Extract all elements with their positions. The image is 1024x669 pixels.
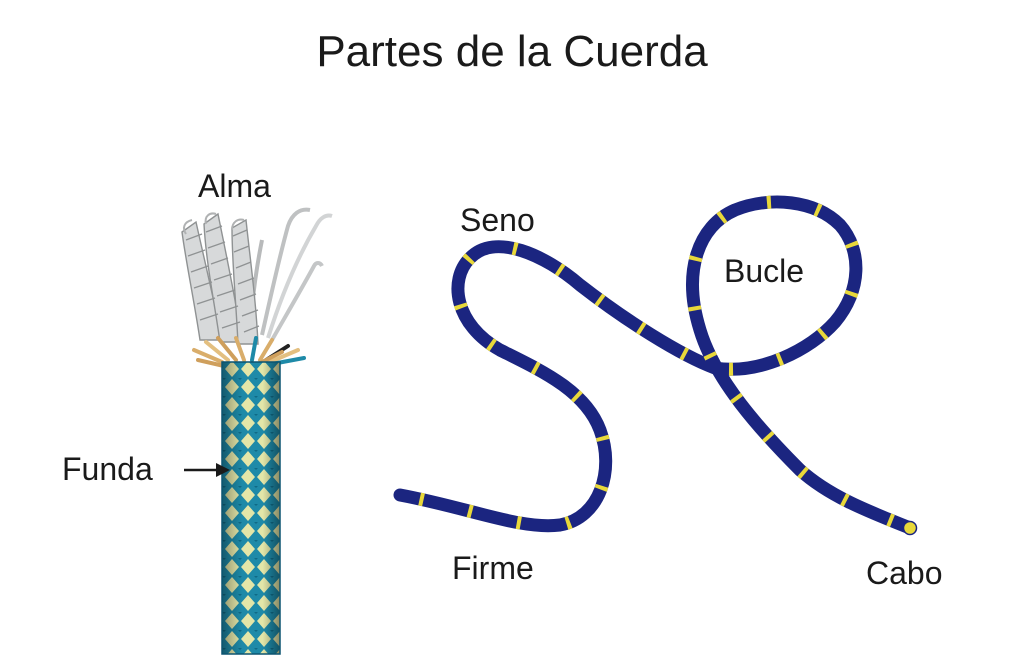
sheath-strands	[192, 336, 306, 368]
label-firme: Firme	[452, 550, 534, 586]
sheath	[221, 361, 281, 655]
rope-line	[393, 195, 918, 536]
label-bucle: Bucle	[724, 253, 805, 289]
label-funda: Funda	[62, 451, 153, 487]
funda-arrow	[184, 463, 230, 477]
label-seno: Seno	[460, 202, 535, 238]
label-alma: Alma	[198, 168, 271, 204]
diagram-title: Partes de la Cuerda	[316, 27, 708, 76]
label-cabo: Cabo	[866, 555, 943, 591]
core-strands	[181, 207, 333, 345]
